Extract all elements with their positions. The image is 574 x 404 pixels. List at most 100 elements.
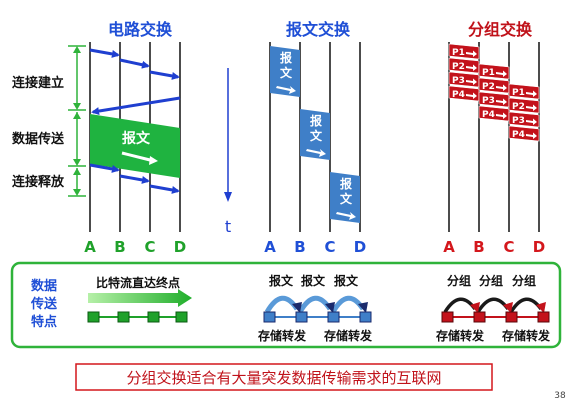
svg-text:文: 文	[340, 191, 353, 206]
packet-nodes	[441, 311, 550, 323]
release-arrow-bc	[119, 174, 150, 184]
packet-label: P4	[482, 110, 495, 120]
packet-arrow-icon	[496, 112, 507, 119]
packet-arrow-icon	[496, 84, 507, 91]
packet-block	[508, 83, 540, 100]
packet-block	[478, 63, 510, 80]
node-label-b: B	[114, 238, 125, 256]
circuit-data-arrow	[121, 151, 151, 162]
footer-text: 分组交换适合有大量突发数据传输需求的互联网	[126, 369, 441, 387]
packet-arrow-icon	[526, 90, 537, 97]
packet-label: P2	[512, 102, 525, 112]
svg-text:B: B	[473, 238, 484, 256]
bitstream-nodes	[87, 311, 188, 323]
svg-text:报: 报	[280, 50, 292, 65]
svg-text:D: D	[354, 238, 366, 256]
packet-arrow-icon	[466, 78, 477, 85]
svg-text:C: C	[503, 238, 514, 256]
packet-label: P2	[482, 82, 495, 92]
message-block-cd: 报 文	[330, 172, 360, 223]
svg-text:A: A	[443, 238, 455, 256]
svg-text:报: 报	[310, 113, 322, 128]
features-label-line2: 传送	[30, 296, 58, 312]
packet-label: P3	[512, 116, 525, 126]
packet-label-1: 分组	[447, 273, 471, 288]
message-label-3: 报文	[334, 273, 359, 288]
packet-block	[448, 43, 480, 60]
message-label-1: 报文	[269, 273, 294, 288]
packet-block	[508, 97, 540, 114]
packet-label: P1	[512, 88, 525, 98]
message-store-forward-1: 存储转发	[257, 328, 307, 343]
circuit-data-label: 报文	[122, 130, 151, 147]
packet-store-forward-1: 存储转发	[435, 328, 485, 343]
packet-arrow-icon	[496, 70, 507, 77]
bitstream-arrow	[88, 289, 192, 307]
packet-label-3: 分组	[512, 273, 536, 288]
setup-arrow-cd	[149, 70, 180, 80]
svg-text:B: B	[294, 238, 305, 256]
footer-box: 分组交换适合有大量突发数据传输需求的互联网	[75, 363, 493, 391]
message-nodes	[263, 311, 372, 323]
svg-text:D: D	[533, 238, 545, 256]
setup-ack-arrow	[91, 96, 181, 115]
message-block-bc: 报 文	[300, 109, 330, 160]
svg-text:文: 文	[280, 65, 293, 80]
packet-arrow-icon	[496, 98, 507, 105]
circuit-data-band	[90, 114, 180, 178]
packet-label: P4	[512, 130, 525, 140]
time-axis: t	[224, 68, 232, 236]
features-label-line1: 数据	[31, 278, 57, 294]
packet-block	[508, 111, 540, 128]
packet-label: P1	[452, 48, 465, 58]
packet-arrow-icon	[526, 118, 537, 125]
packet-arrow-icon	[466, 50, 477, 57]
packet-label: P3	[482, 96, 495, 106]
svg-text:A: A	[264, 238, 276, 256]
node-label-d: D	[174, 238, 186, 256]
packet-arrow-icon	[466, 64, 477, 71]
message-store-forward-2: 存储转发	[323, 328, 373, 343]
message-switching-panel: 报 文 报 文 报 文 A B C D	[264, 42, 366, 256]
packet-label: P2	[452, 62, 465, 72]
time-label: t	[225, 217, 231, 236]
packet-arrow-icon	[526, 132, 537, 139]
circuit-switching-title: 电路交换	[108, 20, 173, 39]
bitstream-caption: 比特流直达终点	[96, 275, 180, 290]
setup-arrow-bc	[119, 58, 150, 69]
message-block-ab: 报 文	[270, 46, 300, 97]
features-label-line3: 特点	[31, 314, 57, 330]
svg-text:报: 报	[340, 176, 352, 191]
node-label-c: C	[144, 238, 155, 256]
packet-arrow-icon	[526, 104, 537, 111]
release-arrow-cd	[149, 184, 180, 194]
page-number: 38	[554, 391, 566, 400]
packet-label: P1	[482, 68, 495, 78]
phase-label-transfer: 数据传送	[12, 131, 65, 147]
circuit-data-arrowhead	[149, 156, 158, 165]
packet-label: P3	[452, 76, 465, 86]
node-label-a: A	[84, 238, 96, 256]
packet-store-forward-2: 存储转发	[501, 328, 551, 343]
setup-arrow-ab	[89, 48, 120, 58]
phase-bracket	[68, 45, 86, 197]
release-arrow-ab	[89, 163, 120, 173]
svg-text:C: C	[324, 238, 335, 256]
phase-label-setup: 连接建立	[12, 75, 64, 91]
svg-text:文: 文	[310, 128, 323, 143]
packet-label: P4	[452, 90, 465, 100]
packet-switching-title: 分组交换	[468, 20, 533, 39]
packet-label-2: 分组	[479, 273, 503, 288]
message-switching-title: 报文交换	[286, 20, 351, 39]
phase-label-release: 连接释放	[12, 174, 65, 190]
packet-block	[508, 125, 540, 142]
circuit-switching-panel: 报文 连接建立 数据传送 连接释放 A B C D	[12, 42, 186, 256]
data-transfer-features-box: 数据 传送 特点 比特流直达终点 报文 报文 报文	[10, 261, 562, 349]
packet-arrow-icon	[466, 92, 477, 99]
message-label-2: 报文	[301, 273, 326, 288]
